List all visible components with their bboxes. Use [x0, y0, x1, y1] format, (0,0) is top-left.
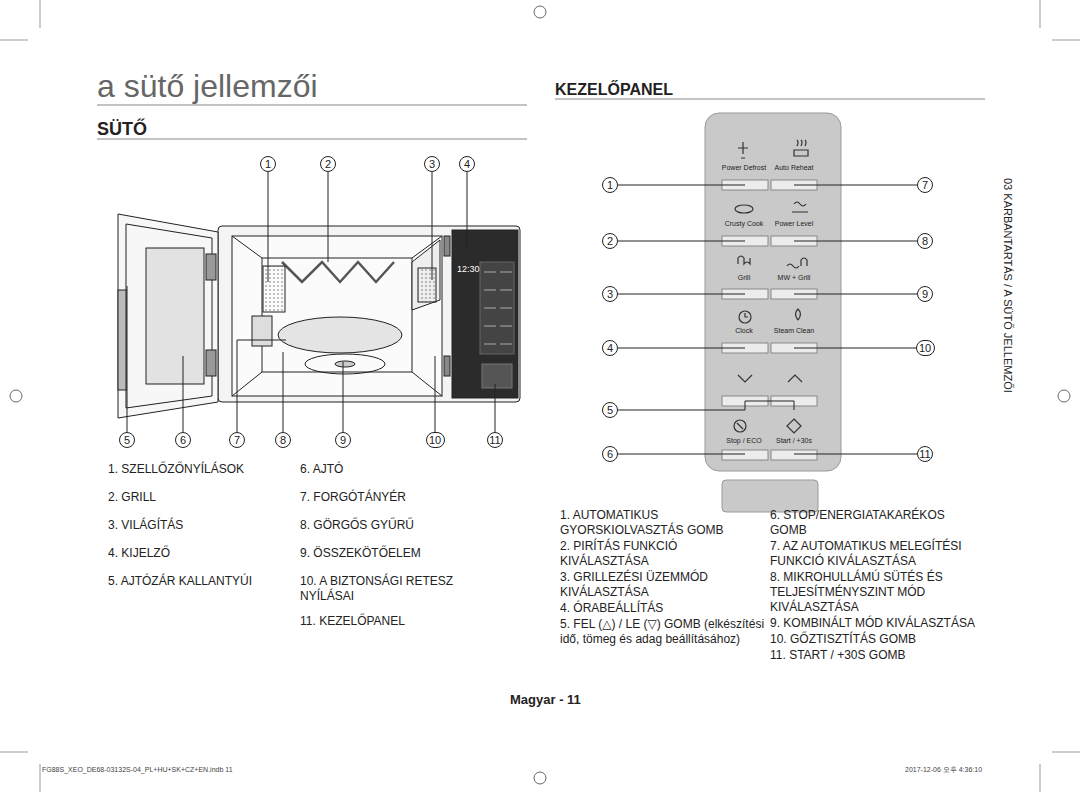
control-description: 7. AZ AUTOMATIKUS MELEGÍTÉSI FUNKCIÓ KIV…: [770, 539, 975, 569]
control-description: 3. GRILLEZÉSI ÜZEMMÓD KIVÁLASZTÁSA: [560, 570, 765, 600]
callout-circle: 6: [602, 446, 618, 462]
button-label: Auto Reheat: [775, 164, 814, 173]
callout-circle: 7: [229, 432, 245, 448]
callout-circle: 7: [917, 177, 933, 193]
control-description: 9. KOMBINÁLT MÓD KIVÁLASZTÁSA: [770, 616, 975, 631]
callout-circle: 11: [487, 432, 503, 448]
button-label: Start / +30s: [776, 437, 812, 446]
callout-number: 3: [429, 159, 435, 170]
button-label: Crusty Cook: [725, 220, 764, 229]
callout-number: 11: [919, 449, 930, 460]
display-readout: 12:30: [457, 264, 480, 275]
section-heading: KEZELŐPANEL: [555, 80, 673, 100]
page-title: a sütő jellemzői: [97, 66, 318, 106]
part-name: 6. AJTÓ: [300, 462, 500, 477]
callout-number: 7: [922, 180, 928, 191]
button-label: Grill: [738, 274, 750, 283]
callout-circle: 2: [320, 156, 336, 172]
callout-number: 10: [919, 343, 931, 354]
callout-circle: 6: [175, 432, 191, 448]
control-description: 11. START / +30S GOMB: [770, 648, 975, 663]
print-footer: FG88S_XEO_DE68-03132S-04_PL+HU+SK+CZ+EN.…: [42, 766, 233, 775]
part-name: 9. ÖSSZEKÖTŐELEM: [300, 546, 500, 561]
part-name: 8. GÖRGŐS GYŰRŰ: [300, 518, 500, 533]
callout-number: 4: [607, 343, 613, 354]
callout-circle: 9: [917, 286, 933, 302]
callout-number: 10: [429, 435, 441, 446]
section-heading: SÜTŐ: [97, 118, 147, 141]
callout-number: 1: [265, 159, 271, 170]
callout-number: 1: [607, 180, 613, 191]
part-name: 7. FORGÓTÁNYÉR: [300, 490, 500, 505]
part-name: 5. AJTÓZÁR KALLANTYÚI: [108, 574, 288, 589]
callout-number: 4: [464, 159, 470, 170]
callout-circle: 8: [275, 432, 291, 448]
control-description: 6. STOP/ENERGIATAKARÉKOS GOMB: [770, 508, 975, 538]
callout-circle: 2: [602, 233, 618, 249]
callout-circle: 3: [424, 156, 440, 172]
callout-circle: 9: [335, 432, 351, 448]
callout-number: 2: [325, 159, 331, 170]
callout-number: 8: [922, 236, 928, 247]
callout-circle: 4: [602, 340, 618, 356]
part-name: 2. GRILL: [108, 490, 288, 505]
button-label: Stop / ECO: [726, 437, 761, 446]
part-name: 1. SZELLŐZŐNYÍLÁSOK: [108, 462, 288, 477]
callout-circle: 3: [602, 286, 618, 302]
callout-circle: 1: [602, 177, 618, 193]
callout-circle: 11: [917, 446, 933, 462]
callout-circle: 1: [260, 156, 276, 172]
part-name: 3. VILÁGÍTÁS: [108, 518, 288, 533]
button-label: MW + Grill: [778, 274, 811, 283]
callout-number: 9: [922, 289, 928, 300]
callout-circle: 10: [916, 340, 935, 356]
button-label: Steam Clean: [774, 327, 814, 336]
control-description: 10. GŐZTISZTÍTÁS GOMB: [770, 632, 975, 647]
callout-number: 6: [180, 435, 186, 446]
callout-circle: 5: [119, 432, 135, 448]
page-number: Magyar - 11: [510, 692, 581, 708]
callout-circle: 4: [459, 156, 475, 172]
callout-circle: 10: [426, 432, 445, 448]
side-tab-text: 03 KARBANTARTÁS / A SÜTŐ JELLEMZŐI: [1000, 178, 1014, 393]
callout-number: 5: [607, 405, 613, 416]
part-name: 4. KIJELZŐ: [108, 546, 288, 561]
callout-number: 7: [234, 435, 240, 446]
button-label: Power Defrost: [722, 164, 766, 173]
callout-number: 6: [607, 449, 613, 460]
print-footer: 2017-12-06 오후 4:36:10: [905, 766, 982, 775]
callout-number: 11: [489, 435, 500, 446]
control-description: 8. MIKROHULLÁMÚ SÜTÉS ÉS TELJESÍTMÉNYSZI…: [770, 570, 975, 615]
control-description: 1. AUTOMATIKUS GYORSKIOLVASZTÁS GOMB: [560, 508, 765, 538]
callout-number: 8: [280, 435, 286, 446]
part-name: 11. KEZELŐPANEL: [300, 614, 500, 629]
callout-circle: 5: [602, 402, 618, 418]
callout-number: 2: [607, 236, 613, 247]
control-description: 5. FEL (△) / LE (▽) GOMB (elkészítési id…: [560, 617, 765, 647]
callout-circle: 8: [917, 233, 933, 249]
button-label: Clock: [735, 327, 753, 336]
button-label: Power Level: [775, 220, 814, 229]
callout-number: 9: [340, 435, 346, 446]
callout-number: 5: [124, 435, 130, 446]
callout-number: 3: [607, 289, 613, 300]
part-name: 10. A BIZTONSÁGI RETESZ NYÍLÁSAI: [300, 574, 500, 604]
control-description: 4. ÓRABEÁLLÍTÁS: [560, 601, 765, 616]
control-description: 2. PIRÍTÁS FUNKCIÓ KIVÁLASZTÁSA: [560, 539, 765, 569]
